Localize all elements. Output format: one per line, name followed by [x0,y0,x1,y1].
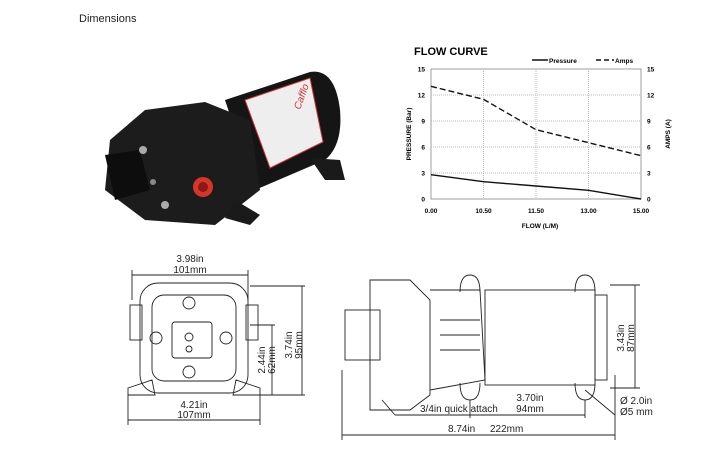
pump-head [105,102,260,225]
series-line-amps [430,85,642,157]
base-width-in: 4.21in [180,400,207,411]
y-tick-label: 12 [418,93,426,100]
pump-front-outline [139,282,249,394]
port-height-mm: 62mm [267,346,278,374]
chart-title: FLOW CURVE [414,46,488,58]
y-tick-label: 3 [421,171,425,178]
length-in: 8.74in [448,424,475,435]
hole-diameter-in: Ø 2.0in [620,396,652,407]
front-view-drawing: 3.98in 101mm 4.21in 107mm 2.44in 62mm 3.… [127,254,305,425]
y2-tick-label: 15 [647,67,655,74]
base-width-mm: 107mm [177,410,210,421]
motor-height-in: 3.43in [616,324,627,351]
flow-curve-chart: FLOW CURVE Pressure Amps 0.00 10.50 11.50 1… [406,46,672,230]
port-height-in: 2.44in [257,346,268,373]
pump-head-outline [369,279,431,411]
side-view-drawing: 3/4in quick attach 3.70in 94mm Ø 2.0in Ø… [341,274,653,440]
total-height-mm: 95mm [294,331,305,359]
top-width-in: 3.98in [176,254,203,265]
top-width-mm: 101mm [173,265,206,276]
y2-tick-label: 3 [647,171,651,178]
y-tick-label: 0 [421,197,425,204]
y2-tick-label: 12 [647,93,655,100]
legend-pressure-label: Pressure [549,58,577,65]
page-title: Dimensions [79,13,137,25]
port-label: 3/4in quick attach [420,404,498,415]
x-tick-label: 13.00 [580,208,597,215]
y2-tick-label: 9 [647,119,651,126]
mount-spacing-mm: 94mm [516,404,544,415]
total-height-in: 3.74in [284,331,295,358]
x-tick-label: 11.50 [528,208,544,215]
hole-diameter-mm: Ø5 mm [620,407,653,418]
mount-spacing-in: 3.70in [516,393,543,404]
x-axis-label: FLOW (L/M) [522,223,558,230]
y-tick-label: 15 [418,67,426,74]
y2-tick-label: 6 [647,145,651,152]
y2-tick-label: 0 [647,197,651,204]
pump-photo: Cafflo [105,71,345,225]
y-tick-label: 9 [421,119,425,126]
x-tick-label: 0.00 [425,208,438,215]
legend-amps-label: Amps [615,58,633,65]
motor-outline [484,289,596,386]
y-tick-label: 6 [421,145,425,152]
x-tick-label: 10.50 [475,208,492,215]
length-mm: 222mm [490,424,523,435]
y-axis-label: PRESSURE (Bar) [406,108,413,161]
motor-height-mm: 87mm [626,324,637,352]
x-tick-label: 15.00 [633,208,650,215]
y2-axis-label: AMPS (A) [665,119,672,149]
